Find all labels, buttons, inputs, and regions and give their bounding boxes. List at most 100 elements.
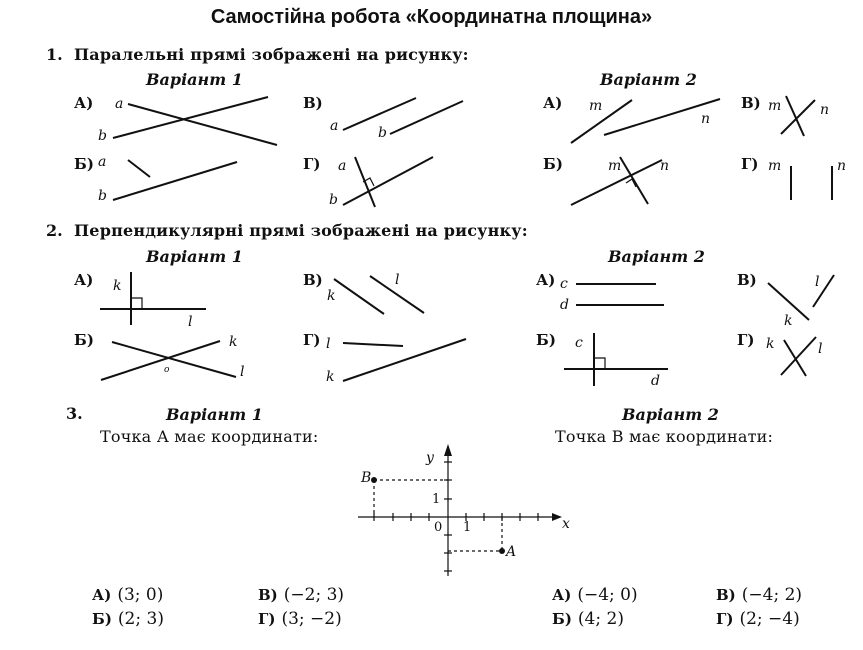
label-a: a: [330, 118, 338, 134]
line-n: [780, 99, 816, 135]
question-1-number: 1.: [46, 45, 63, 64]
label-k: k: [784, 313, 792, 329]
q2-v2-a-figure: c d: [560, 276, 664, 313]
q3-v1-answer-v: В)(−2; 3): [258, 585, 345, 605]
line-k: [100, 340, 221, 381]
q2-v2-option-a: А): [536, 271, 556, 289]
label-a: a: [98, 154, 106, 170]
label-d: d: [560, 297, 569, 313]
q2-v2-b-figure: c d: [564, 333, 668, 389]
label-b: b: [98, 188, 107, 204]
line-b: [342, 156, 434, 206]
line-b: [112, 96, 269, 139]
label-l: l: [326, 336, 330, 352]
line-m: [785, 95, 805, 137]
right-angle-mark: [362, 177, 375, 187]
label-n: n: [837, 158, 846, 174]
x-axis-label: x: [562, 516, 570, 532]
label-m: m: [768, 98, 781, 114]
label-k: k: [113, 278, 121, 294]
q2-v2-option-v: В): [737, 271, 757, 289]
q3-v1-answer-b: Б)(2; 3): [92, 609, 164, 629]
line-k: [342, 338, 467, 382]
label-b: b: [378, 125, 387, 141]
line-a: [354, 156, 376, 208]
line-m: [570, 99, 633, 144]
label-a: a: [115, 96, 123, 112]
line-m: [619, 156, 649, 205]
line-l: [780, 336, 817, 376]
q1-v1-option-v: В): [303, 94, 323, 112]
q1-v1-option-a: А): [74, 94, 94, 112]
q3-v2-answer-g: Г)(2; −4): [716, 609, 800, 629]
line-a: [342, 97, 417, 131]
right-angle-mark: [625, 178, 637, 188]
label-k: k: [229, 334, 237, 350]
label-n: n: [660, 158, 669, 174]
line-l: [812, 274, 835, 308]
q1-v2-option-v: В): [741, 94, 761, 112]
line-k: [783, 339, 807, 377]
line-l: [342, 342, 404, 347]
label-b: b: [329, 192, 338, 208]
q1-v2-option-b: Б): [543, 155, 563, 173]
q1-v1-a-figure: a b: [98, 96, 278, 146]
q2-v1-a-figure: k l: [100, 272, 206, 330]
line-n: [603, 98, 721, 136]
q1-v2-option-g: Г): [741, 155, 759, 173]
point-a: [499, 548, 505, 554]
q2-v1-v-figure: k l: [327, 272, 425, 315]
label-n: n: [820, 102, 829, 118]
question-1-text: Паралельні прямі зображені на рисунку:: [74, 45, 469, 64]
q1-v2-b-figure: m n: [570, 156, 669, 206]
q3-variant-1-text: Точка А має координати:: [100, 427, 319, 446]
q2-v1-option-a: А): [74, 271, 94, 289]
question-3-number: 3.: [66, 404, 83, 423]
q1-v2-g-figure: m n: [768, 158, 846, 200]
q1-variant-2-title: Варіант 2: [600, 70, 697, 89]
right-angle-mark: [131, 297, 143, 309]
label-a: a: [338, 158, 346, 174]
q2-v2-option-b: Б): [536, 331, 556, 349]
line-a: [127, 159, 151, 178]
line-n: [570, 159, 663, 206]
q1-v2-a-figure: m n: [570, 98, 721, 144]
q1-variant-1-title: Варіант 1: [146, 70, 243, 89]
line-a: [127, 103, 278, 146]
y-axis-label: y: [425, 450, 435, 466]
y-unit-label: 1: [432, 492, 440, 507]
q3-v2-answer-a: А)(−4; 0): [552, 585, 638, 605]
label-k: k: [327, 288, 335, 304]
label-l: l: [815, 274, 819, 290]
question-2-number: 2.: [46, 221, 63, 240]
q1-v1-g-figure: a b: [329, 156, 434, 208]
q2-v1-option-g: Г): [303, 331, 321, 349]
y-axis-arrow: [444, 444, 452, 456]
label-o: o: [164, 365, 170, 375]
q1-v1-v-figure: a b: [330, 97, 464, 141]
q3-variant-1-title: Варіант 1: [166, 405, 263, 424]
q2-v1-b-figure: o k l: [100, 334, 244, 381]
line-k: [333, 278, 385, 315]
label-l: l: [818, 341, 822, 357]
y-axis-ticks: [444, 461, 452, 572]
origin-label: 0: [434, 520, 442, 535]
label-l: l: [240, 364, 244, 380]
label-l: l: [188, 314, 192, 330]
label-c: c: [560, 276, 568, 292]
q3-v1-answer-g: Г)(3; −2): [258, 609, 342, 629]
q2-v1-option-b: Б): [74, 331, 94, 349]
q1-v1-b-figure: a b: [98, 154, 238, 204]
line-b: [389, 100, 464, 135]
question-2-text: Перпендикулярні прямі зображені на рисун…: [74, 221, 528, 240]
line-b: [112, 161, 238, 201]
q2-variant-2-title: Варіант 2: [608, 247, 705, 266]
q1-v2-option-a: А): [543, 94, 563, 112]
q2-v1-g-figure: l k: [326, 336, 467, 385]
q1-v2-v-figure: m n: [768, 95, 829, 137]
label-d: d: [651, 373, 660, 389]
point-a-label: A: [504, 544, 516, 560]
